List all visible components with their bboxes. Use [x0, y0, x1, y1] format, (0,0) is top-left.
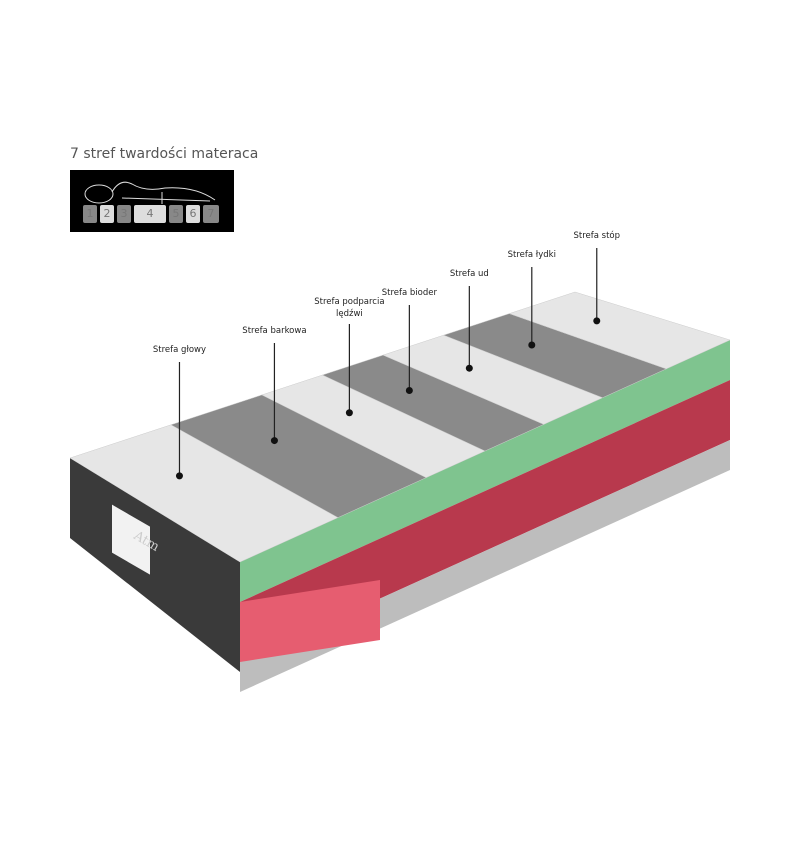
zone-marker-dot [405, 386, 413, 394]
legend-zone-2: 2 [100, 205, 114, 223]
zone-marker-dot [593, 317, 601, 325]
legend-zone-3: 3 [117, 205, 131, 223]
zone-label: lędźwi [336, 309, 363, 319]
legend-zone-7: 7 [203, 205, 219, 223]
zone-marker-dot [270, 437, 278, 445]
page-title: 7 stref twardości materaca [70, 146, 259, 162]
legend-zone-4: 4 [134, 205, 166, 223]
legend-zone-6: 6 [186, 205, 200, 223]
zone-label: Strefa barkowa [242, 326, 306, 336]
zone-legend: 1 2 3 4 5 6 7 [70, 170, 234, 232]
legend-zone-5: 5 [169, 205, 183, 223]
zone-marker-dot [175, 472, 183, 480]
body-outline-icon [84, 181, 216, 204]
legend-zone-1: 1 [83, 205, 97, 223]
zone-label: Strefa ud [450, 269, 489, 279]
zone-marker-dot [465, 364, 473, 372]
zone-label: Strefa bioder [382, 288, 438, 298]
zone-label: Strefa podparcia [314, 297, 384, 307]
zone-marker-dot [528, 341, 536, 349]
zone-label: Strefa głowy [153, 345, 206, 355]
zone-label: Strefa łydki [508, 250, 556, 260]
zone-label: Strefa stóp [574, 230, 621, 241]
zone-marker-dot [345, 409, 353, 417]
zone-7 [508, 291, 731, 370]
foam-cut-face [240, 580, 380, 662]
foam-layer-1 [240, 340, 730, 602]
brand-label [112, 504, 150, 575]
